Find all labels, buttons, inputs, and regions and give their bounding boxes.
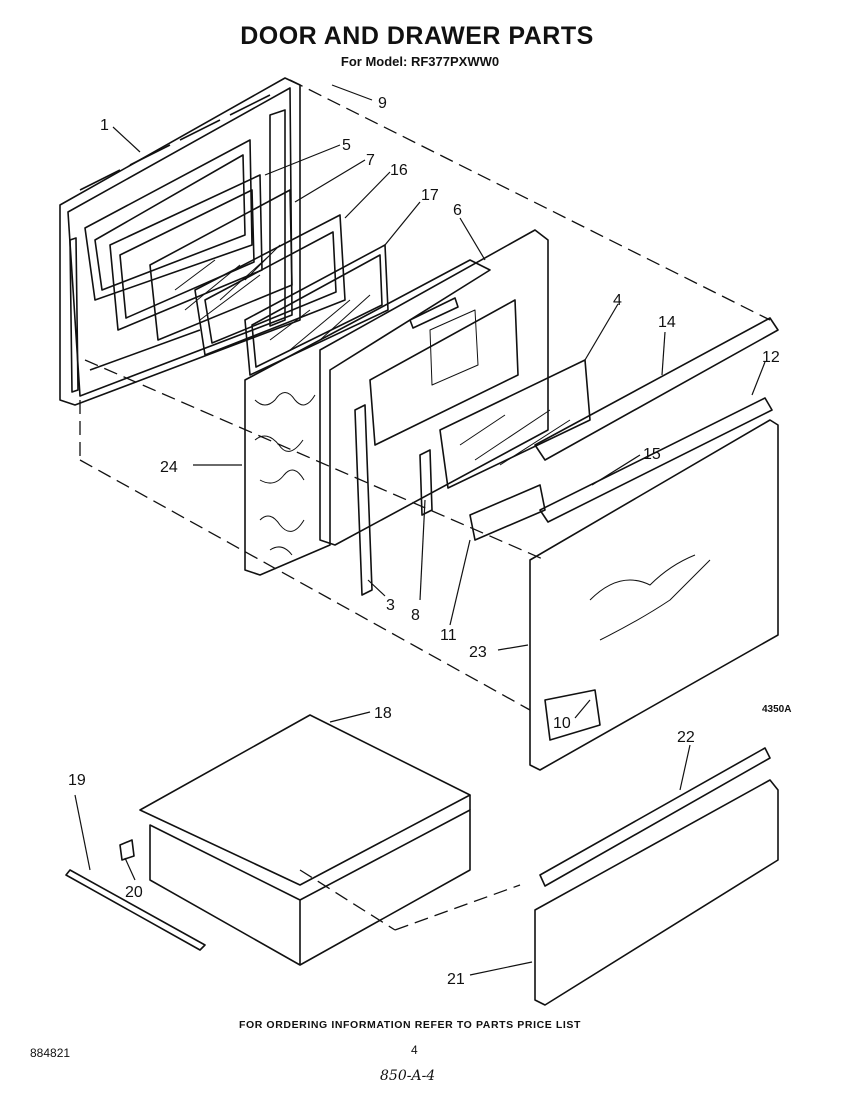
callout-20: 20 (125, 884, 143, 901)
part-7-glass-panel (149, 189, 293, 341)
callout-leaders (74, 84, 766, 976)
page-number: 4 (411, 1043, 418, 1057)
callout-24: 24 (160, 459, 178, 476)
part-16-glass-frame (194, 214, 346, 356)
callout-15: 15 (643, 446, 661, 463)
callout-23: 23 (469, 644, 487, 661)
callout-14: 14 (658, 314, 676, 331)
callout-9: 9 (378, 95, 387, 112)
model-label: For Model: RF377PXWW0 (340, 54, 500, 69)
callout-10: 10 (553, 715, 571, 732)
callout-7: 7 (366, 152, 375, 169)
callout-4: 4 (613, 292, 622, 309)
callout-21: 21 (447, 971, 465, 988)
callout-16: 16 (390, 162, 408, 179)
part-8-hinge-bracket (419, 449, 433, 516)
callout-22: 22 (677, 729, 695, 746)
document-number: 884821 (30, 1046, 71, 1060)
part-22-drawer-trim (539, 747, 771, 887)
callout-18: 18 (374, 705, 392, 722)
callout-6: 6 (453, 202, 462, 219)
part-24-insulation (244, 259, 491, 576)
part-23-outer-door-glass (529, 419, 779, 771)
callout-5: 5 (342, 137, 351, 154)
part-4-glass-panel (439, 359, 591, 489)
part-14-door-trim (534, 317, 779, 461)
part-18-drawer (139, 714, 471, 966)
ordering-note: FOR ORDERING INFORMATION REFER TO PARTS … (238, 1019, 582, 1031)
part-17-glass-panel (244, 244, 389, 376)
part-21-drawer-front (534, 779, 779, 1006)
part-1-outer-door-panel (59, 77, 301, 406)
page-title: DOOR AND DRAWER PARTS (240, 22, 594, 50)
callout-3: 3 (386, 597, 395, 614)
part-11-baffle (469, 484, 546, 541)
handwritten-note: 850-A-4 (380, 1068, 436, 1084)
callout-11: 11 (440, 627, 457, 644)
part-12-handle (539, 397, 773, 523)
part-20-glide-clip (119, 839, 135, 861)
callout-12: 12 (762, 349, 780, 366)
callout-17: 17 (421, 187, 439, 204)
part-19-glide-rod (65, 869, 206, 951)
drawing-reference: 4350A (762, 704, 792, 715)
callout-19: 19 (68, 772, 86, 789)
part-6-inner-door-liner (319, 229, 549, 546)
callout-8: 8 (411, 607, 420, 624)
callout-1: 1 (100, 117, 109, 134)
part-3-side-channel (354, 404, 373, 596)
callout-labels: 1 5 7 16 17 6 9 4 14 12 15 24 3 8 11 23 … (68, 95, 780, 988)
